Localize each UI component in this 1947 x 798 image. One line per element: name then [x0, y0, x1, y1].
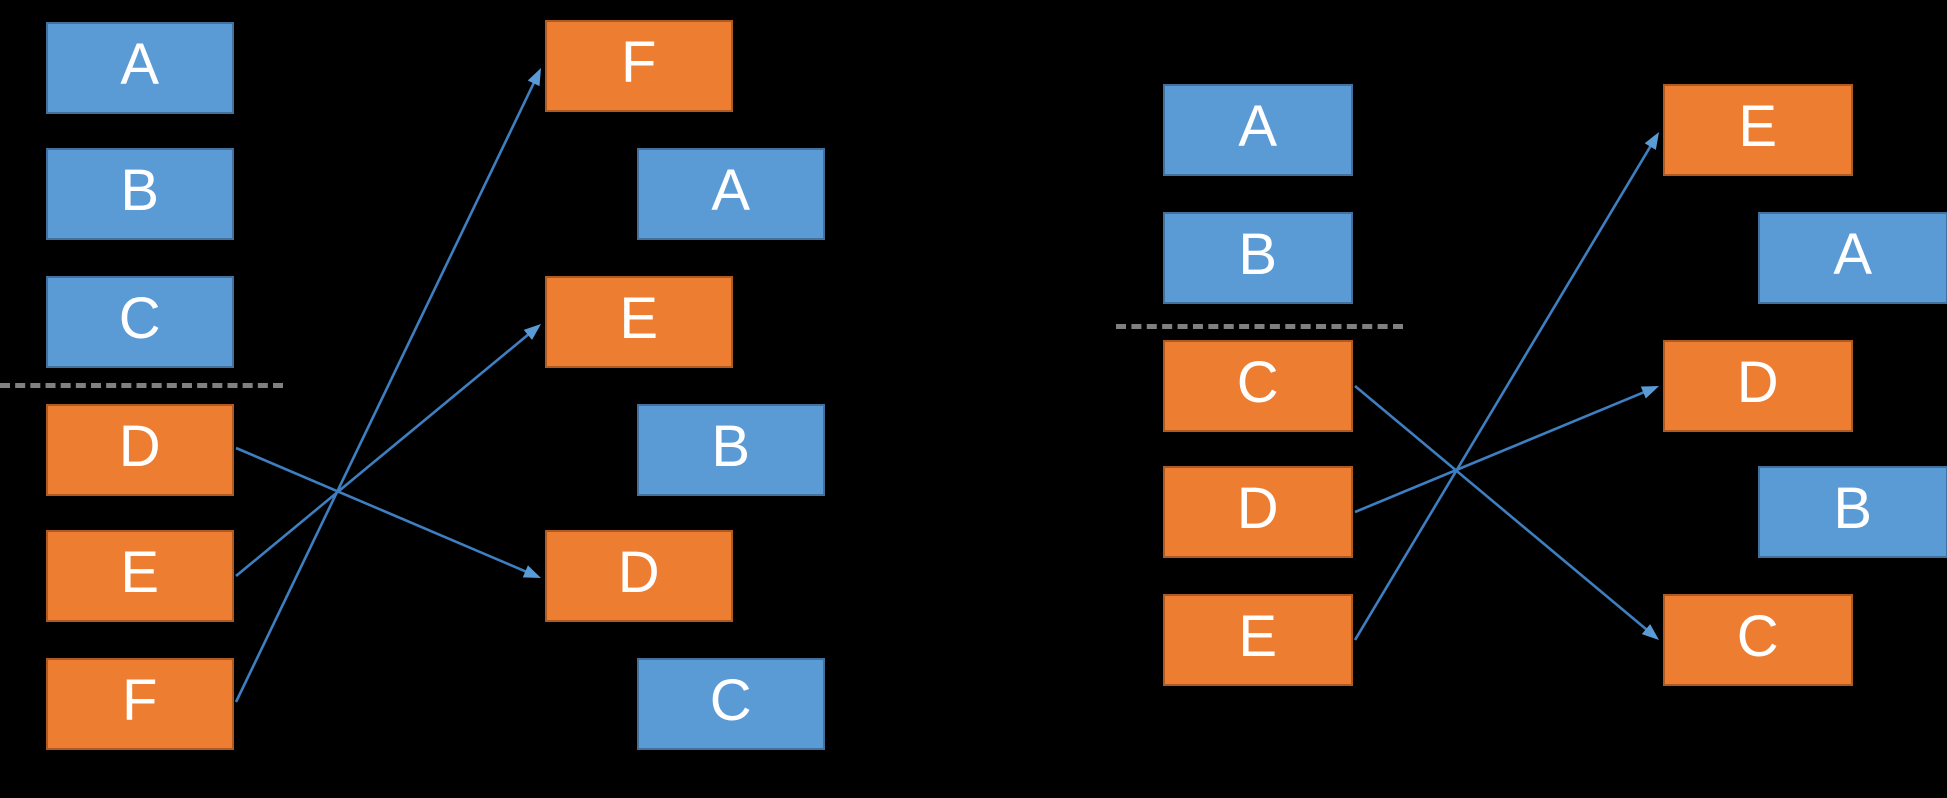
target-column-box-e[interactable]: E [1663, 84, 1853, 176]
arrow-shaft [234, 79, 537, 703]
box-label: D [118, 414, 162, 479]
arrow-head-icon [523, 324, 541, 340]
source-column-box-a[interactable]: A [46, 22, 234, 114]
right-diagram-arrow-c-to-c [1354, 385, 1659, 640]
box-label: D [1736, 350, 1780, 415]
source-column-box-b[interactable]: B [1163, 212, 1353, 304]
box-label: A [1238, 94, 1278, 159]
source-column-box-d[interactable]: D [46, 404, 234, 496]
target-column-box-e[interactable]: E [545, 276, 733, 368]
box-label: B [711, 414, 751, 479]
source-column-box-c[interactable]: C [1163, 340, 1353, 432]
left-diagram-arrow-e-to-e [235, 324, 541, 578]
source-column-box-d[interactable]: D [1163, 466, 1353, 558]
box-label: A [711, 158, 751, 223]
right-diagram-arrow-d-to-d [1354, 386, 1659, 514]
target-column-box-a[interactable]: A [637, 148, 825, 240]
target-column-box-b[interactable]: B [637, 404, 825, 496]
box-label: E [619, 286, 659, 351]
box-label: D [1236, 476, 1280, 541]
arrow-head-icon [527, 68, 541, 87]
source-column-box-f[interactable]: F [46, 658, 234, 750]
target-column-box-b[interactable]: B [1758, 466, 1947, 558]
box-label: E [120, 540, 160, 605]
arrow-shaft [235, 446, 530, 575]
source-column-box-b[interactable]: B [46, 148, 234, 240]
arrow-shaft [1353, 142, 1654, 641]
arrow-shaft [1354, 389, 1648, 514]
box-label: A [120, 32, 160, 97]
box-label: D [617, 540, 661, 605]
target-column-box-d[interactable]: D [1663, 340, 1853, 432]
box-label: B [120, 158, 160, 223]
box-label: B [1238, 222, 1278, 287]
arrow-head-icon [1640, 386, 1659, 399]
left-diagram-arrow-d-to-d [235, 446, 541, 578]
arrow-head-icon [1641, 624, 1659, 640]
target-column-box-c[interactable]: C [1663, 594, 1853, 686]
box-label: C [1236, 350, 1280, 415]
box-label: C [709, 668, 753, 733]
box-label: A [1833, 222, 1873, 287]
left-diagram-memory-boundary-divider [0, 383, 283, 388]
box-label: F [122, 668, 158, 733]
target-column-box-c[interactable]: C [637, 658, 825, 750]
box-label: C [118, 286, 162, 351]
source-column-box-e[interactable]: E [1163, 594, 1353, 686]
arrow-head-icon [1644, 132, 1659, 150]
box-label: F [621, 30, 657, 95]
target-column-box-a[interactable]: A [1758, 212, 1947, 304]
arrow-shaft [235, 331, 532, 578]
arrow-head-icon [522, 565, 541, 578]
arrow-shaft [1354, 385, 1650, 633]
source-column-box-c[interactable]: C [46, 276, 234, 368]
source-column-box-a[interactable]: A [1163, 84, 1353, 176]
box-label: B [1833, 476, 1873, 541]
right-diagram-memory-boundary-divider [1116, 324, 1403, 329]
target-column-box-d[interactable]: D [545, 530, 733, 622]
box-label: E [1738, 94, 1778, 159]
box-label: C [1736, 604, 1780, 669]
right-diagram-arrow-e-to-e [1353, 132, 1659, 641]
target-column-box-f[interactable]: F [545, 20, 733, 112]
source-column-box-e[interactable]: E [46, 530, 234, 622]
box-label: E [1238, 604, 1278, 669]
